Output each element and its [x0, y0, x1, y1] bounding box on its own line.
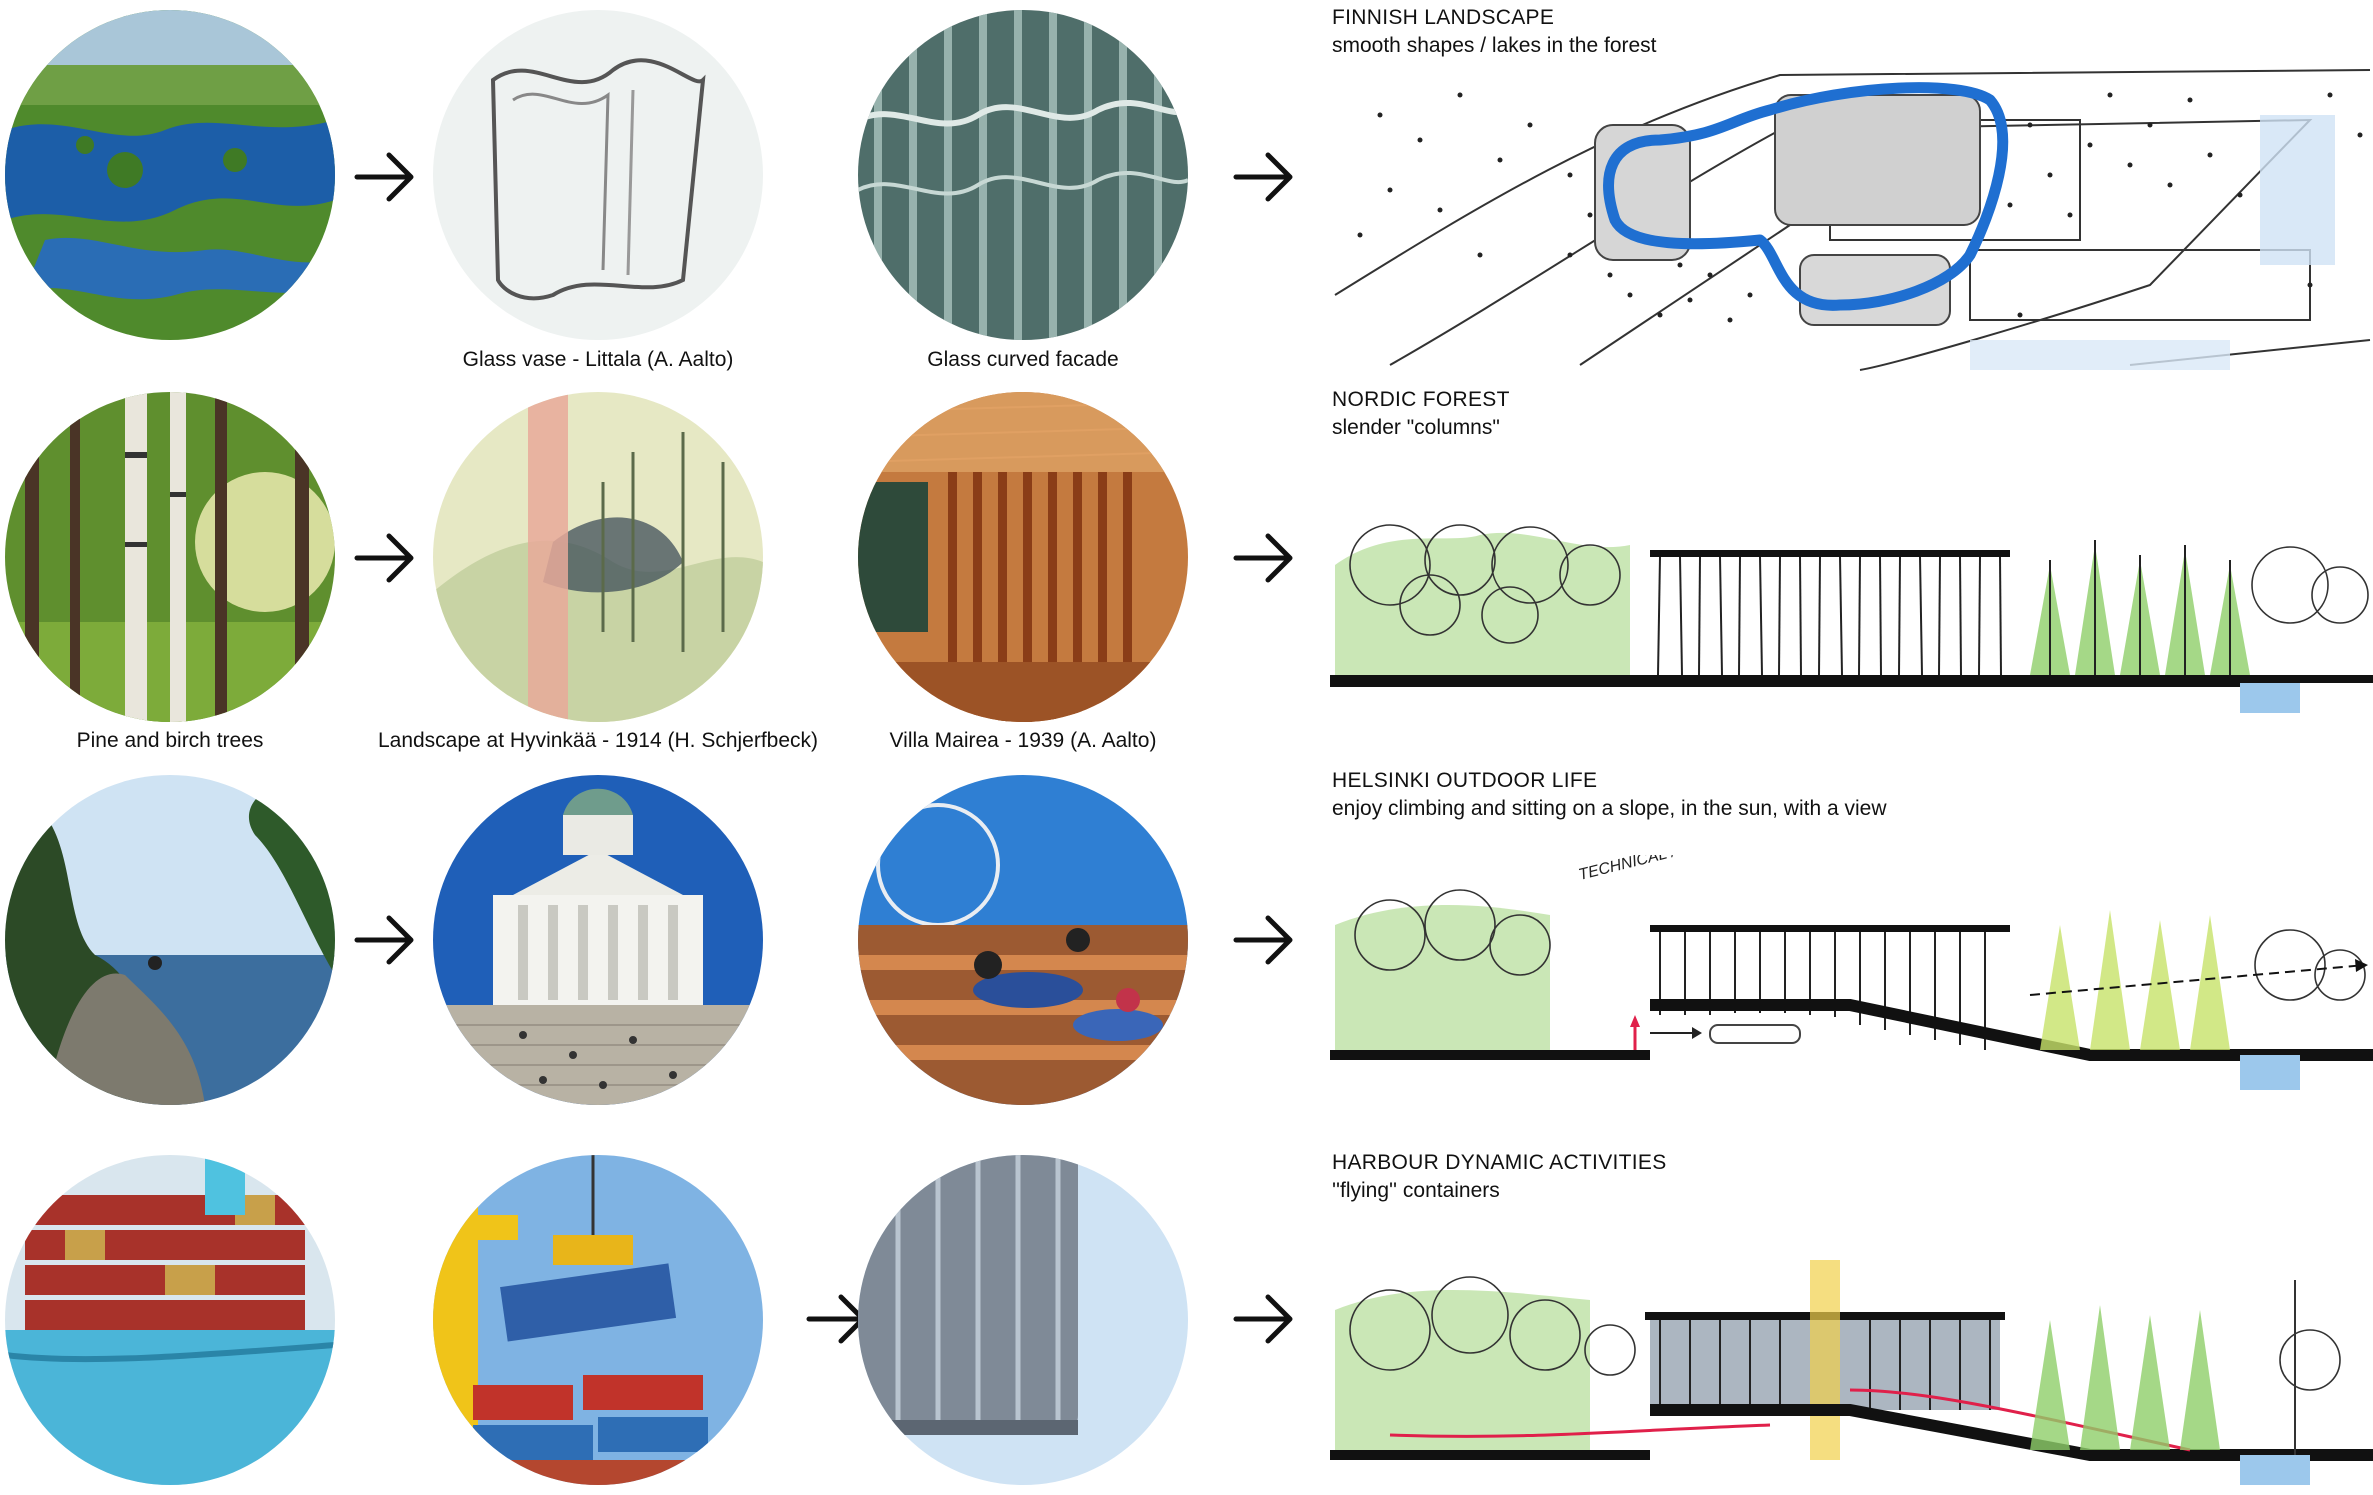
photo-finnish-lakes-aerial: [5, 10, 335, 340]
section-title-harbour-dynamic-activities: HARBOUR DYNAMIC ACTIVITIES: [1332, 1151, 1667, 1174]
section-subtitle-helsinki-outdoor-life: enjoy climbing and sitting on a slope, i…: [1332, 797, 1887, 820]
photo-helsinki-cathedral-steps: [433, 775, 763, 1105]
arrow-right-icon: [1232, 150, 1296, 204]
caption-villa-mairea: Villa Mairea - 1939 (A. Aalto): [889, 729, 1157, 752]
arrow-right-icon: [1232, 913, 1296, 967]
sketch-annotation-technical-support: TECHNICAL / SUPPORT FACILITIES: [1577, 855, 1843, 884]
sketch-section-flying-containers: [1330, 1240, 2373, 1490]
arrow-right-icon: [353, 913, 417, 967]
painting-landscape-hyvinkaa: [433, 392, 763, 722]
photo-glass-curved-facade: [858, 10, 1188, 340]
caption-glass-vase: Glass vase - Littala (A. Aalto): [462, 348, 734, 371]
caption-pine-birch-trees: Pine and birch trees: [76, 729, 264, 752]
photo-glass-vase: [433, 10, 763, 340]
arrow-right-icon: [1232, 1292, 1296, 1346]
photo-rock-lake-view: [5, 775, 335, 1105]
arrow-right-icon: [1232, 531, 1296, 585]
photo-villa-mairea: [858, 392, 1188, 722]
caption-landscape-hyvinkaa: Landscape at Hyvinkää - 1914 (H. Schjerf…: [377, 729, 819, 752]
section-subtitle-harbour-dynamic-activities: ''flying'' containers: [1332, 1179, 1500, 1202]
section-title-finnish-landscape: FINNISH LANDSCAPE: [1332, 6, 1555, 29]
sketch-section-outdoor-slope: TECHNICAL / SUPPORT FACILITIES: [1330, 855, 2373, 1095]
render-metal-facade: [858, 1155, 1188, 1485]
section-title-nordic-forest: NORDIC FOREST: [1332, 388, 1510, 411]
section-title-helsinki-outdoor-life: HELSINKI OUTDOOR LIFE: [1332, 769, 1598, 792]
caption-glass-curved-facade: Glass curved facade: [927, 348, 1119, 371]
sketch-section-forest-columns: [1330, 505, 2373, 720]
arrow-right-icon: [353, 150, 417, 204]
sketch-site-plan-lakes: [1330, 65, 2373, 375]
section-subtitle-nordic-forest: slender "columns": [1332, 416, 1500, 439]
photo-pine-birch-forest: [5, 392, 335, 722]
photo-container-ship: [5, 1155, 335, 1485]
photo-seated-steps-ferris-wheel: [858, 775, 1188, 1105]
section-subtitle-finnish-landscape: smooth shapes / lakes in the forest: [1332, 34, 1657, 57]
arrow-right-icon: [353, 531, 417, 585]
photo-flying-container-crane: [433, 1155, 763, 1485]
